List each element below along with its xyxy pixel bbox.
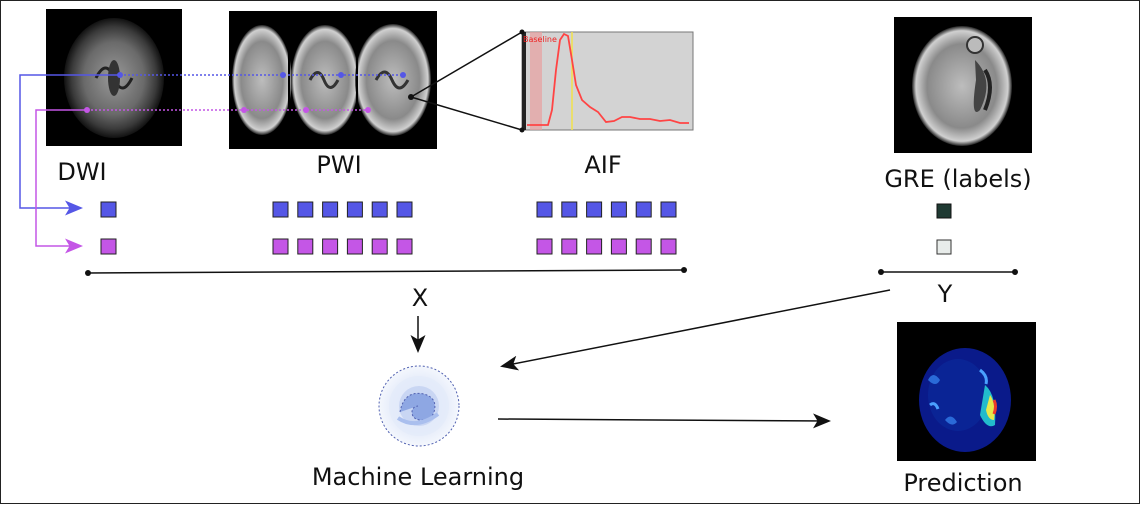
x-label: X [412, 284, 428, 312]
aif-feature-square-blue [635, 201, 652, 218]
aif-chart: Baseline [521, 31, 694, 131]
pwi-feature-square-blue [297, 201, 314, 218]
zoom-line-top [410, 31, 523, 98]
machine-learning-icon [378, 365, 460, 447]
pwi-feature-square-magenta [396, 238, 413, 255]
aif-feature-square-magenta [610, 238, 627, 255]
gre-label: GRE (labels) [884, 165, 1031, 193]
aif-feature-square-blue [561, 201, 578, 218]
baseline-label: Baseline [523, 35, 557, 44]
aif-feature-square-magenta [586, 238, 603, 255]
zoom-line-bottom [410, 96, 523, 131]
aif-feature-square-blue [536, 201, 553, 218]
prediction-image [897, 322, 1036, 461]
ml-label: Machine Learning [312, 463, 524, 491]
aif-feature-square-blue [586, 201, 603, 218]
pwi-feature-square-magenta [272, 238, 289, 255]
pwi-label: PWI [316, 151, 361, 179]
aif-feature-square-magenta [561, 238, 578, 255]
blue-voxel-line [19, 72, 406, 216]
dwi-feature-square-blue [100, 201, 117, 218]
aif-feature-square-blue [610, 201, 627, 218]
aif-label: AIF [584, 151, 621, 179]
aif-feature-square-magenta [536, 238, 553, 255]
baseline-region [530, 32, 542, 130]
prediction-label: Prediction [903, 469, 1022, 497]
dwi-label: DWI [57, 158, 106, 186]
pwi-feature-square-blue [371, 201, 388, 218]
pwi-feature-square-blue [346, 201, 363, 218]
gre-image [894, 17, 1032, 153]
y-bracket [878, 269, 1018, 275]
pwi-images [229, 11, 437, 149]
aif-curve [527, 32, 689, 126]
pwi-feature-square-magenta [371, 238, 388, 255]
pwi-feature-square-blue [272, 201, 289, 218]
magenta-voxel-line [35, 107, 371, 254]
label-square-dark [936, 203, 952, 219]
pwi-feature-square-magenta [346, 238, 363, 255]
dwi-feature-square-magenta [100, 238, 117, 255]
aif-feature-square-magenta [660, 238, 677, 255]
label-square-light [936, 239, 952, 255]
pwi-feature-square-blue [322, 201, 339, 218]
y-label: Y [937, 280, 953, 308]
pwi-feature-square-magenta [322, 238, 339, 255]
feature-squares [100, 201, 677, 255]
aif-feature-square-blue [660, 201, 677, 218]
dwi-image [46, 9, 182, 146]
x-bracket [85, 267, 687, 276]
y-to-ml-arrow [500, 289, 891, 371]
aif-feature-square-magenta [635, 238, 652, 255]
ml-to-prediction-arrow [497, 413, 831, 429]
pwi-feature-square-magenta [297, 238, 314, 255]
zoom-point [408, 94, 414, 100]
pwi-feature-square-blue [396, 201, 413, 218]
